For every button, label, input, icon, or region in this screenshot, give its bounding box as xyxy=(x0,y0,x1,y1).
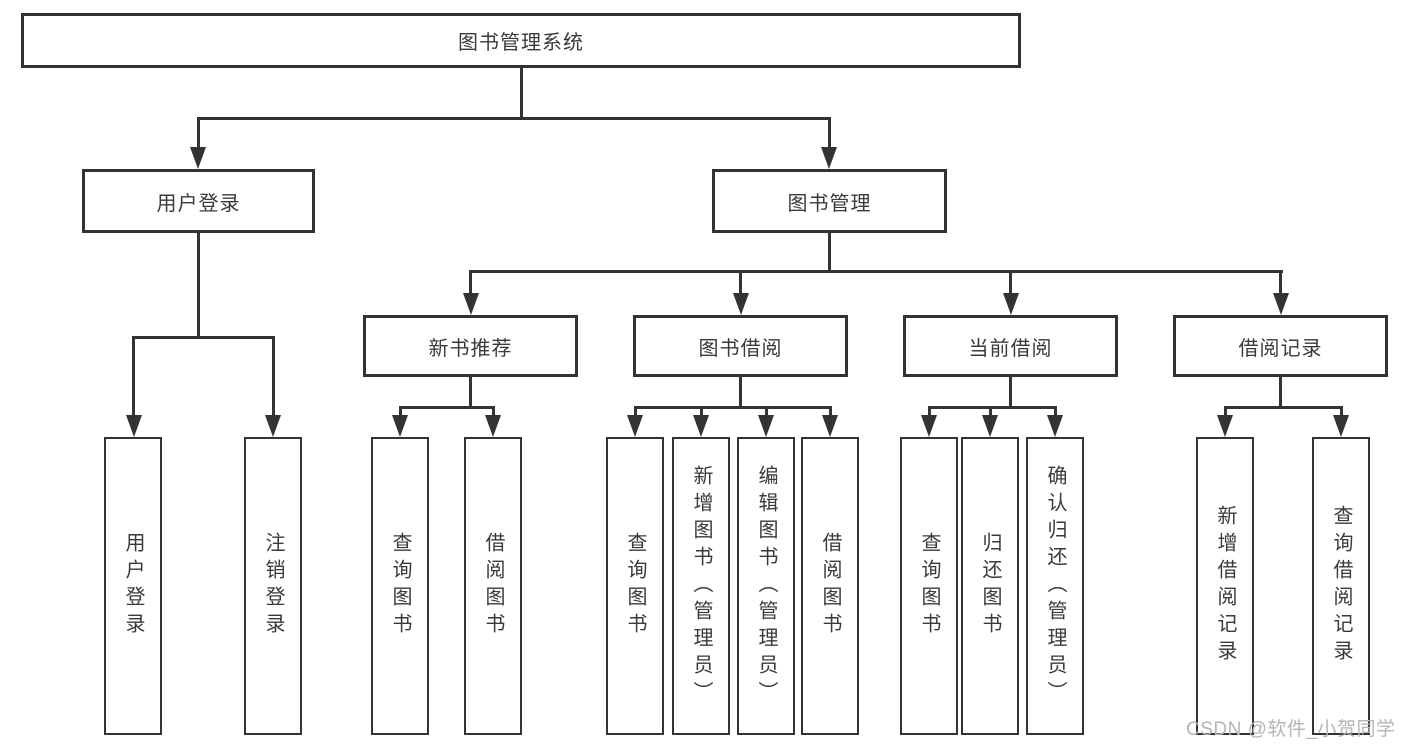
node-user-login-leaf: 用户登录 xyxy=(104,437,162,735)
connector-line xyxy=(398,405,495,409)
arrow-head xyxy=(485,415,501,437)
node-label: 归还图书 xyxy=(979,532,1001,640)
connector-line xyxy=(739,270,742,295)
arrow-head xyxy=(462,293,479,315)
node-label: 编辑图书（管理员） xyxy=(755,464,777,708)
connector-line xyxy=(764,405,768,418)
connector-line xyxy=(1009,270,1012,295)
arrow-head xyxy=(758,415,774,437)
arrow-head xyxy=(982,415,998,437)
node-label: 确认归还（管理员） xyxy=(1044,464,1066,708)
arrow-head xyxy=(392,415,408,437)
connector-line xyxy=(633,405,637,418)
node-label: 借阅图书 xyxy=(482,532,504,640)
connector-line xyxy=(988,405,992,418)
connector-line xyxy=(927,405,1057,409)
node-borrow-books: 借阅图书 xyxy=(801,437,859,735)
connector-line xyxy=(1339,405,1343,418)
node-edit-books-admin: 编辑图书（管理员） xyxy=(737,437,795,735)
node-query-books-current: 查询图书 xyxy=(900,437,958,735)
connector-line xyxy=(828,405,832,418)
arrow-head xyxy=(822,415,838,437)
node-add-books-admin: 新增图书（管理员） xyxy=(672,437,730,735)
node-borrowing-records: 借阅记录 xyxy=(1173,315,1388,377)
connector-line xyxy=(398,405,402,418)
watermark: CSDN @软件_小贺同学 xyxy=(1186,719,1396,740)
node-book-borrowing: 图书借阅 xyxy=(633,315,848,377)
node-label: 查询图书 xyxy=(624,532,646,640)
connector-line xyxy=(469,270,1283,273)
connector-line xyxy=(271,336,275,417)
connector-line xyxy=(1009,377,1012,408)
arrow-head xyxy=(265,415,281,437)
connector-line xyxy=(1223,405,1343,409)
node-logout: 注销登录 xyxy=(244,437,302,735)
connector-line xyxy=(739,377,742,408)
node-label: 查询借阅记录 xyxy=(1330,505,1352,667)
arrow-head xyxy=(1333,415,1349,437)
arrow-head xyxy=(1002,293,1019,315)
arrow-head xyxy=(693,415,709,437)
connector-line xyxy=(196,233,200,339)
node-borrow-books-recommend: 借阅图书 xyxy=(464,437,522,735)
connector-line xyxy=(1279,270,1282,295)
node-query-borrow-record: 查询借阅记录 xyxy=(1312,437,1370,735)
connector-line xyxy=(1053,405,1057,418)
connector-line xyxy=(827,117,831,149)
node-user-login: 用户登录 xyxy=(82,169,315,233)
arrow-head xyxy=(921,415,937,437)
arrow-head xyxy=(1272,293,1289,315)
connector-line xyxy=(1223,405,1227,418)
arrow-head xyxy=(627,415,643,437)
connector-line xyxy=(469,377,472,408)
node-label: 查询图书 xyxy=(918,532,940,640)
connector-line xyxy=(699,405,703,418)
node-label: 注销登录 xyxy=(262,532,284,640)
connector-line xyxy=(827,233,831,273)
node-book-management: 图书管理 xyxy=(712,169,947,233)
node-new-book-recommendation: 新书推荐 xyxy=(363,315,578,377)
node-query-books-recommend: 查询图书 xyxy=(371,437,429,735)
arrow-head xyxy=(1047,415,1063,437)
node-label: 查询图书 xyxy=(389,532,411,640)
connector-line xyxy=(132,336,275,339)
node-return-books: 归还图书 xyxy=(961,437,1019,735)
node-current-borrowing: 当前借阅 xyxy=(903,315,1118,377)
connector-line xyxy=(132,336,135,417)
arrow-head xyxy=(821,147,837,169)
node-label: 新增借阅记录 xyxy=(1214,505,1236,667)
connector-line xyxy=(927,405,931,418)
node-confirm-return-admin: 确认归还（管理员） xyxy=(1026,437,1084,735)
connector-line xyxy=(469,270,472,295)
node-library-management-system: 图书管理系统 xyxy=(21,13,1021,68)
connector-line xyxy=(491,405,495,418)
connector-line xyxy=(196,117,200,149)
arrow-head xyxy=(732,293,749,315)
connector-line xyxy=(633,405,832,409)
node-label: 用户登录 xyxy=(122,532,144,640)
node-query-books-borrow: 查询图书 xyxy=(606,437,664,735)
node-add-borrow-record: 新增借阅记录 xyxy=(1196,437,1254,735)
arrow-head xyxy=(125,415,142,437)
node-label: 借阅图书 xyxy=(819,532,841,640)
connector-line xyxy=(196,117,831,120)
arrow-head xyxy=(1217,415,1233,437)
connector-line xyxy=(1279,377,1282,408)
connector-line xyxy=(519,68,523,120)
node-label: 新增图书（管理员） xyxy=(690,464,712,708)
arrow-head xyxy=(190,147,206,169)
